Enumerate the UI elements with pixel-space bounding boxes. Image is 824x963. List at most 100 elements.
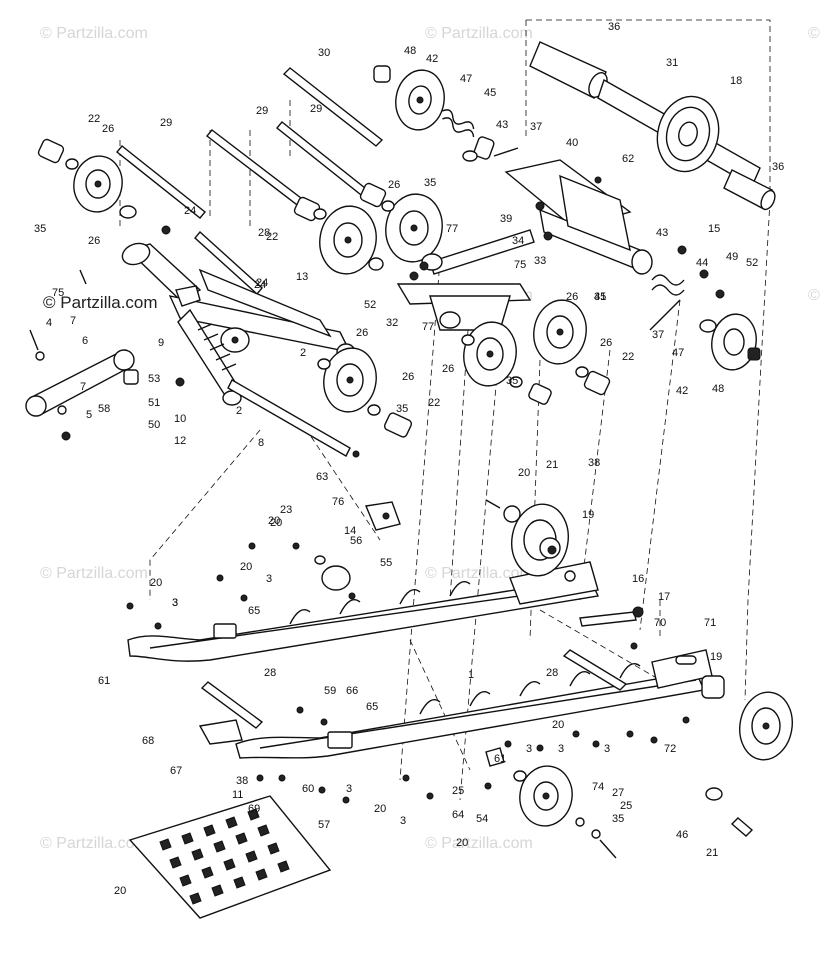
callout-label: 16 [632, 573, 644, 585]
callout-label: 30 [318, 47, 330, 59]
callout-label: 61 [98, 675, 110, 687]
callout-label: 63 [316, 471, 328, 483]
callout-label: 57 [318, 819, 330, 831]
bolt-16 [579, 611, 637, 627]
rail-plate [509, 561, 599, 605]
callout-label: 35 [424, 177, 436, 189]
callout-label: 29 [310, 103, 322, 115]
bolt-4 [29, 329, 39, 351]
callout-label: 3 [172, 597, 178, 609]
callout-label: 60 [302, 783, 314, 795]
callout-label: 28 [264, 667, 276, 679]
callout-label: 67 [170, 765, 182, 777]
callout-label: 32 [386, 317, 398, 329]
callout-label: 56 [350, 535, 362, 547]
callout-label: 18 [730, 75, 742, 87]
callout-label: 58 [98, 403, 110, 415]
spacer-22-f [583, 370, 611, 396]
callout-label: 21 [706, 847, 718, 859]
callout-label: 54 [476, 813, 488, 825]
callout-label: 76 [332, 496, 344, 508]
shaft-28-b [562, 649, 628, 691]
shaft-30 [282, 67, 384, 147]
callout-label: 39 [500, 213, 512, 225]
callout-label: 36 [608, 21, 620, 33]
watermark-text: © Partzilla.com [808, 287, 824, 304]
callout-label: 2 [300, 347, 306, 359]
callout-label: 42 [676, 385, 688, 397]
callout-label: 7 [80, 381, 86, 393]
callout-label: 19 [710, 651, 722, 663]
callout-label: 20 [268, 515, 280, 527]
callout-label: 43 [656, 227, 668, 239]
callout-label: 51 [148, 397, 160, 409]
callout-label: 33 [534, 255, 546, 267]
callout-label: 15 [708, 223, 720, 235]
callout-label: 48 [712, 383, 724, 395]
callout-label: 26 [102, 123, 114, 135]
spacer-48 [373, 65, 391, 83]
callout-label: 11 [232, 789, 243, 801]
callout-label: 26 [600, 337, 612, 349]
callout-label: 21 [546, 459, 558, 471]
callout-label: 69 [248, 803, 260, 815]
rear-arm-assembly [396, 159, 725, 331]
roller-56 [321, 565, 351, 591]
callout-label: 26 [356, 327, 368, 339]
slide-rails [127, 561, 713, 759]
callout-label: 20 [552, 719, 564, 731]
callout-label: 26 [442, 363, 454, 375]
callout-label: 20 [518, 467, 530, 479]
rail-block-65-b [327, 731, 353, 749]
callout-label: 5 [86, 409, 92, 421]
callout-label: 29 [256, 105, 268, 117]
callout-label: 20 [240, 561, 252, 573]
callout-label: 25 [452, 785, 464, 797]
callout-label: 70 [654, 617, 666, 629]
callout-label: 35 [396, 403, 408, 415]
watermark-text: © Partzilla.com [40, 565, 148, 582]
callout-label: 26 [88, 235, 100, 247]
callout-label: 75 [514, 259, 526, 271]
callout-label: 62 [622, 153, 634, 165]
callout-label: 46 [676, 829, 688, 841]
nut-24 [161, 225, 171, 235]
bracket-9 [175, 285, 201, 307]
washer-21 [503, 505, 521, 523]
callout-label: 44 [696, 257, 708, 269]
callout-label: 55 [380, 557, 392, 569]
callout-label: 20 [150, 577, 162, 589]
callout-label: 50 [148, 419, 160, 431]
callout-label: 72 [664, 743, 676, 755]
callout-label: 3 [266, 573, 272, 585]
shaft-8 [227, 379, 351, 457]
washer-26-b [119, 205, 137, 219]
bolt-75 [79, 269, 87, 285]
bushing-43 [473, 136, 495, 160]
callout-label: 20 [270, 517, 282, 529]
callout-label: 9 [158, 337, 164, 349]
callout-label: 36 [772, 161, 784, 173]
upper-wheels [37, 138, 443, 275]
spring-45 [442, 109, 475, 130]
callout-label: 65 [366, 701, 378, 713]
callout-label: 22 [428, 397, 440, 409]
callout-label: 2 [236, 405, 242, 417]
callout-label: 35 [34, 223, 46, 235]
bolt-20 [485, 499, 501, 509]
callout-label: 37 [652, 329, 664, 341]
callout-label: 20 [114, 885, 126, 897]
callout-label: 22 [266, 231, 278, 243]
callout-label: 37 [530, 121, 542, 133]
callout-label: 8 [258, 437, 264, 449]
callout-label: 75 [52, 287, 64, 299]
washer-21-b [705, 787, 723, 801]
callout-label: 29 [160, 117, 172, 129]
watermark-text: © Partzilla.com [808, 25, 824, 42]
rail-block-65 [213, 623, 237, 639]
wheel-18 [656, 95, 720, 173]
callout-label: 66 [346, 685, 358, 697]
